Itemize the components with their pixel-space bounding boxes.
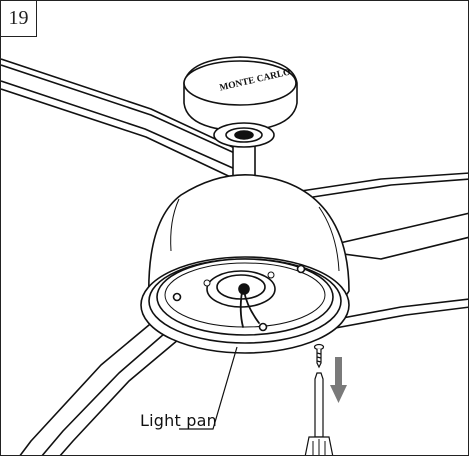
ceiling-canopy <box>183 56 298 148</box>
step-number-box: 19 <box>1 1 37 37</box>
fan-blade-right <box>300 172 468 260</box>
fan-blade-left-upper <box>1 58 257 182</box>
switch-housing <box>206 270 276 308</box>
screws-on-pan <box>203 271 275 287</box>
wires <box>239 290 260 328</box>
step-number: 19 <box>8 7 29 29</box>
fan-blade-left-lower <box>19 314 192 455</box>
light-pan-label: Light pan <box>140 411 217 430</box>
screwdriver-icon <box>304 372 334 455</box>
down-arrow-icon <box>330 357 347 403</box>
screw-icon <box>313 343 325 369</box>
callout-leader-line <box>179 346 238 430</box>
